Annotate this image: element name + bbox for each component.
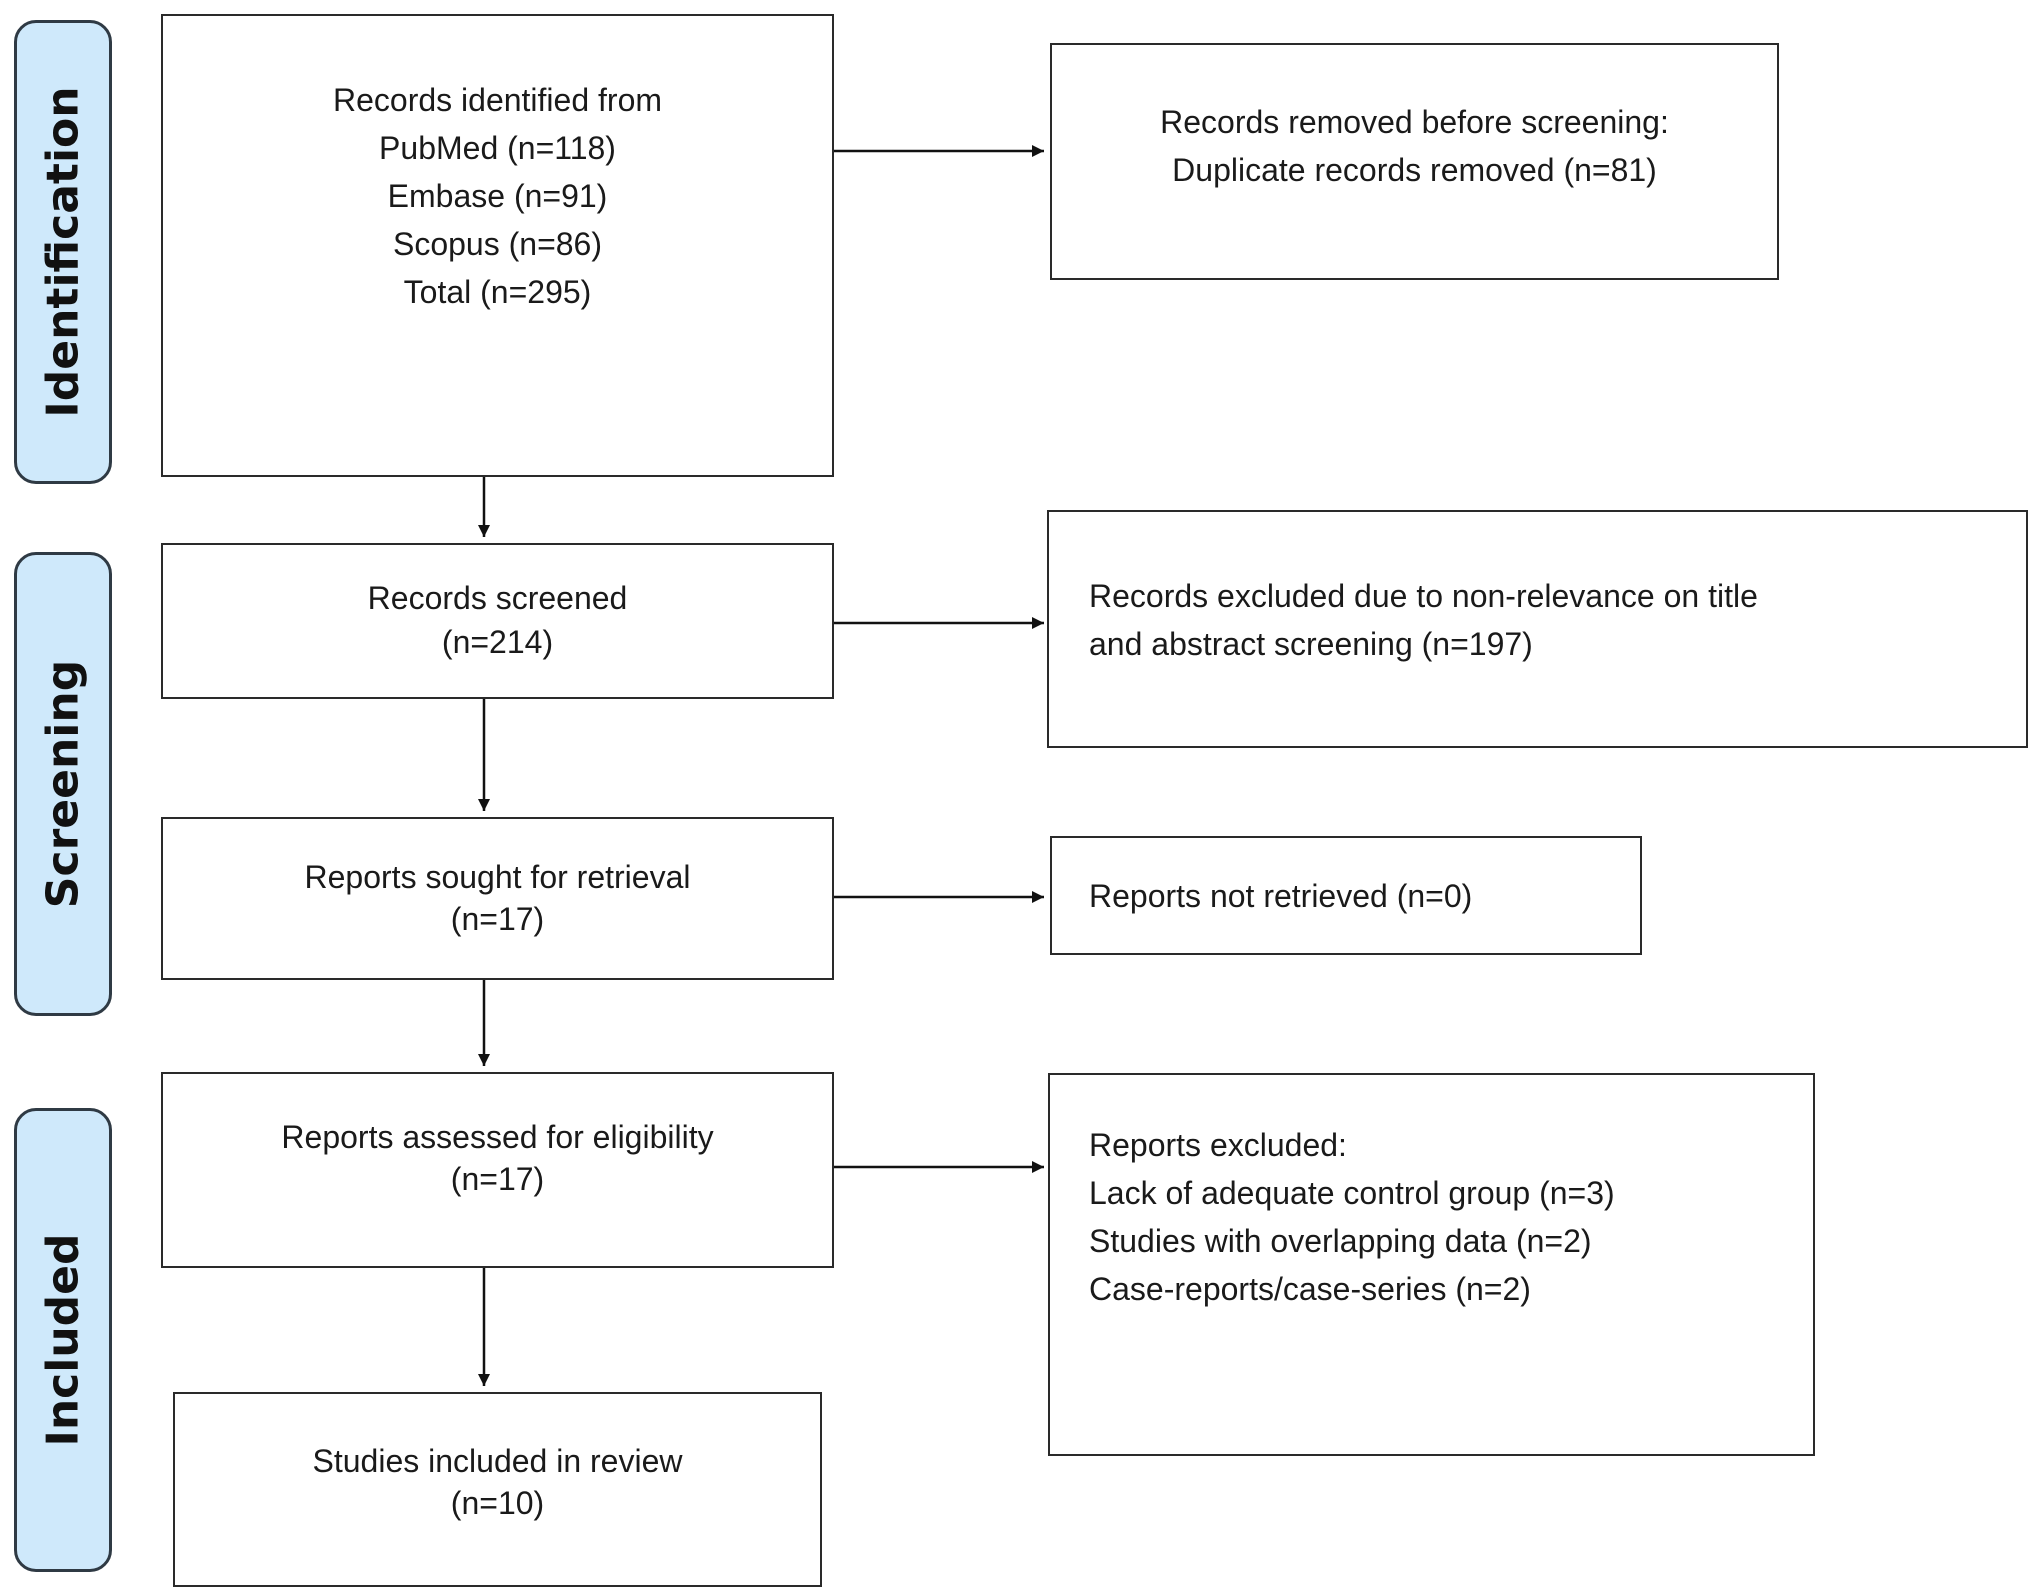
reports-assessed-line: (n=17) (450, 1161, 545, 1197)
stage-screening: Screening (14, 552, 112, 1016)
records-excluded-line: and abstract screening (n=197) (1089, 626, 1533, 662)
records-identified-line: PubMed (n=118) (379, 130, 616, 166)
reports-sought-box (161, 817, 834, 980)
reports-excluded-text: Reports excluded: Lack of adequate contr… (1089, 1121, 1615, 1313)
records-identified-line: Records identified from (332, 82, 663, 118)
records-identified-box (161, 14, 834, 477)
records-screened-text: Records screened (n=214) (161, 576, 834, 664)
reports-excluded-box (1048, 1073, 1815, 1456)
records-excluded-line: Records excluded due to non-relevance on… (1089, 578, 1758, 614)
reports-sought-line: Reports sought for retrieval (304, 859, 691, 895)
reports-assessed-text: Reports assessed for eligibility (n=17) (161, 1116, 834, 1200)
stage-identification: Identification (14, 20, 112, 484)
records-identified-line: Total (n=295) (403, 274, 592, 310)
studies-included-line: (n=10) (450, 1485, 545, 1521)
stage-included: Included (14, 1108, 112, 1572)
records-excluded-box (1047, 510, 2028, 748)
records-removed-line: Records removed before screening: (1160, 104, 1669, 140)
studies-included-box (173, 1392, 822, 1587)
records-screened-line: Records screened (367, 580, 628, 616)
reports-excluded-line: Case-reports/case-series (n=2) (1089, 1271, 1531, 1307)
records-identified-line: Scopus (n=86) (392, 226, 602, 262)
studies-included-text: Studies included in review (n=10) (173, 1440, 822, 1524)
reports-excluded-line: Lack of adequate control group (n=3) (1089, 1175, 1615, 1211)
studies-included-line: Studies included in review (312, 1443, 683, 1479)
records-removed-box (1050, 43, 1779, 280)
records-identified-line: Embase (n=91) (387, 178, 608, 214)
records-screened-line: (n=214) (441, 624, 554, 660)
records-removed-text: Records removed before screening: Duplic… (1050, 98, 1779, 194)
reports-not-retrieved-box (1050, 836, 1642, 955)
records-screened-box (161, 543, 834, 699)
records-identified-text: Records identified from PubMed (n=118) E… (161, 76, 834, 316)
reports-assessed-box (161, 1072, 834, 1268)
reports-assessed-line: Reports assessed for eligibility (281, 1119, 714, 1155)
reports-sought-line: (n=17) (450, 901, 545, 937)
reports-sought-text: Reports sought for retrieval (n=17) (161, 856, 834, 940)
reports-not-retrieved-line: Reports not retrieved (n=0) (1089, 878, 1473, 914)
reports-not-retrieved-text: Reports not retrieved (n=0) (1089, 872, 1472, 920)
reports-excluded-line: Reports excluded: (1089, 1127, 1347, 1163)
reports-excluded-line: Studies with overlapping data (n=2) (1089, 1223, 1592, 1259)
records-removed-line: Duplicate records removed (n=81) (1172, 152, 1657, 188)
records-excluded-text: Records excluded due to non-relevance on… (1089, 572, 1758, 668)
